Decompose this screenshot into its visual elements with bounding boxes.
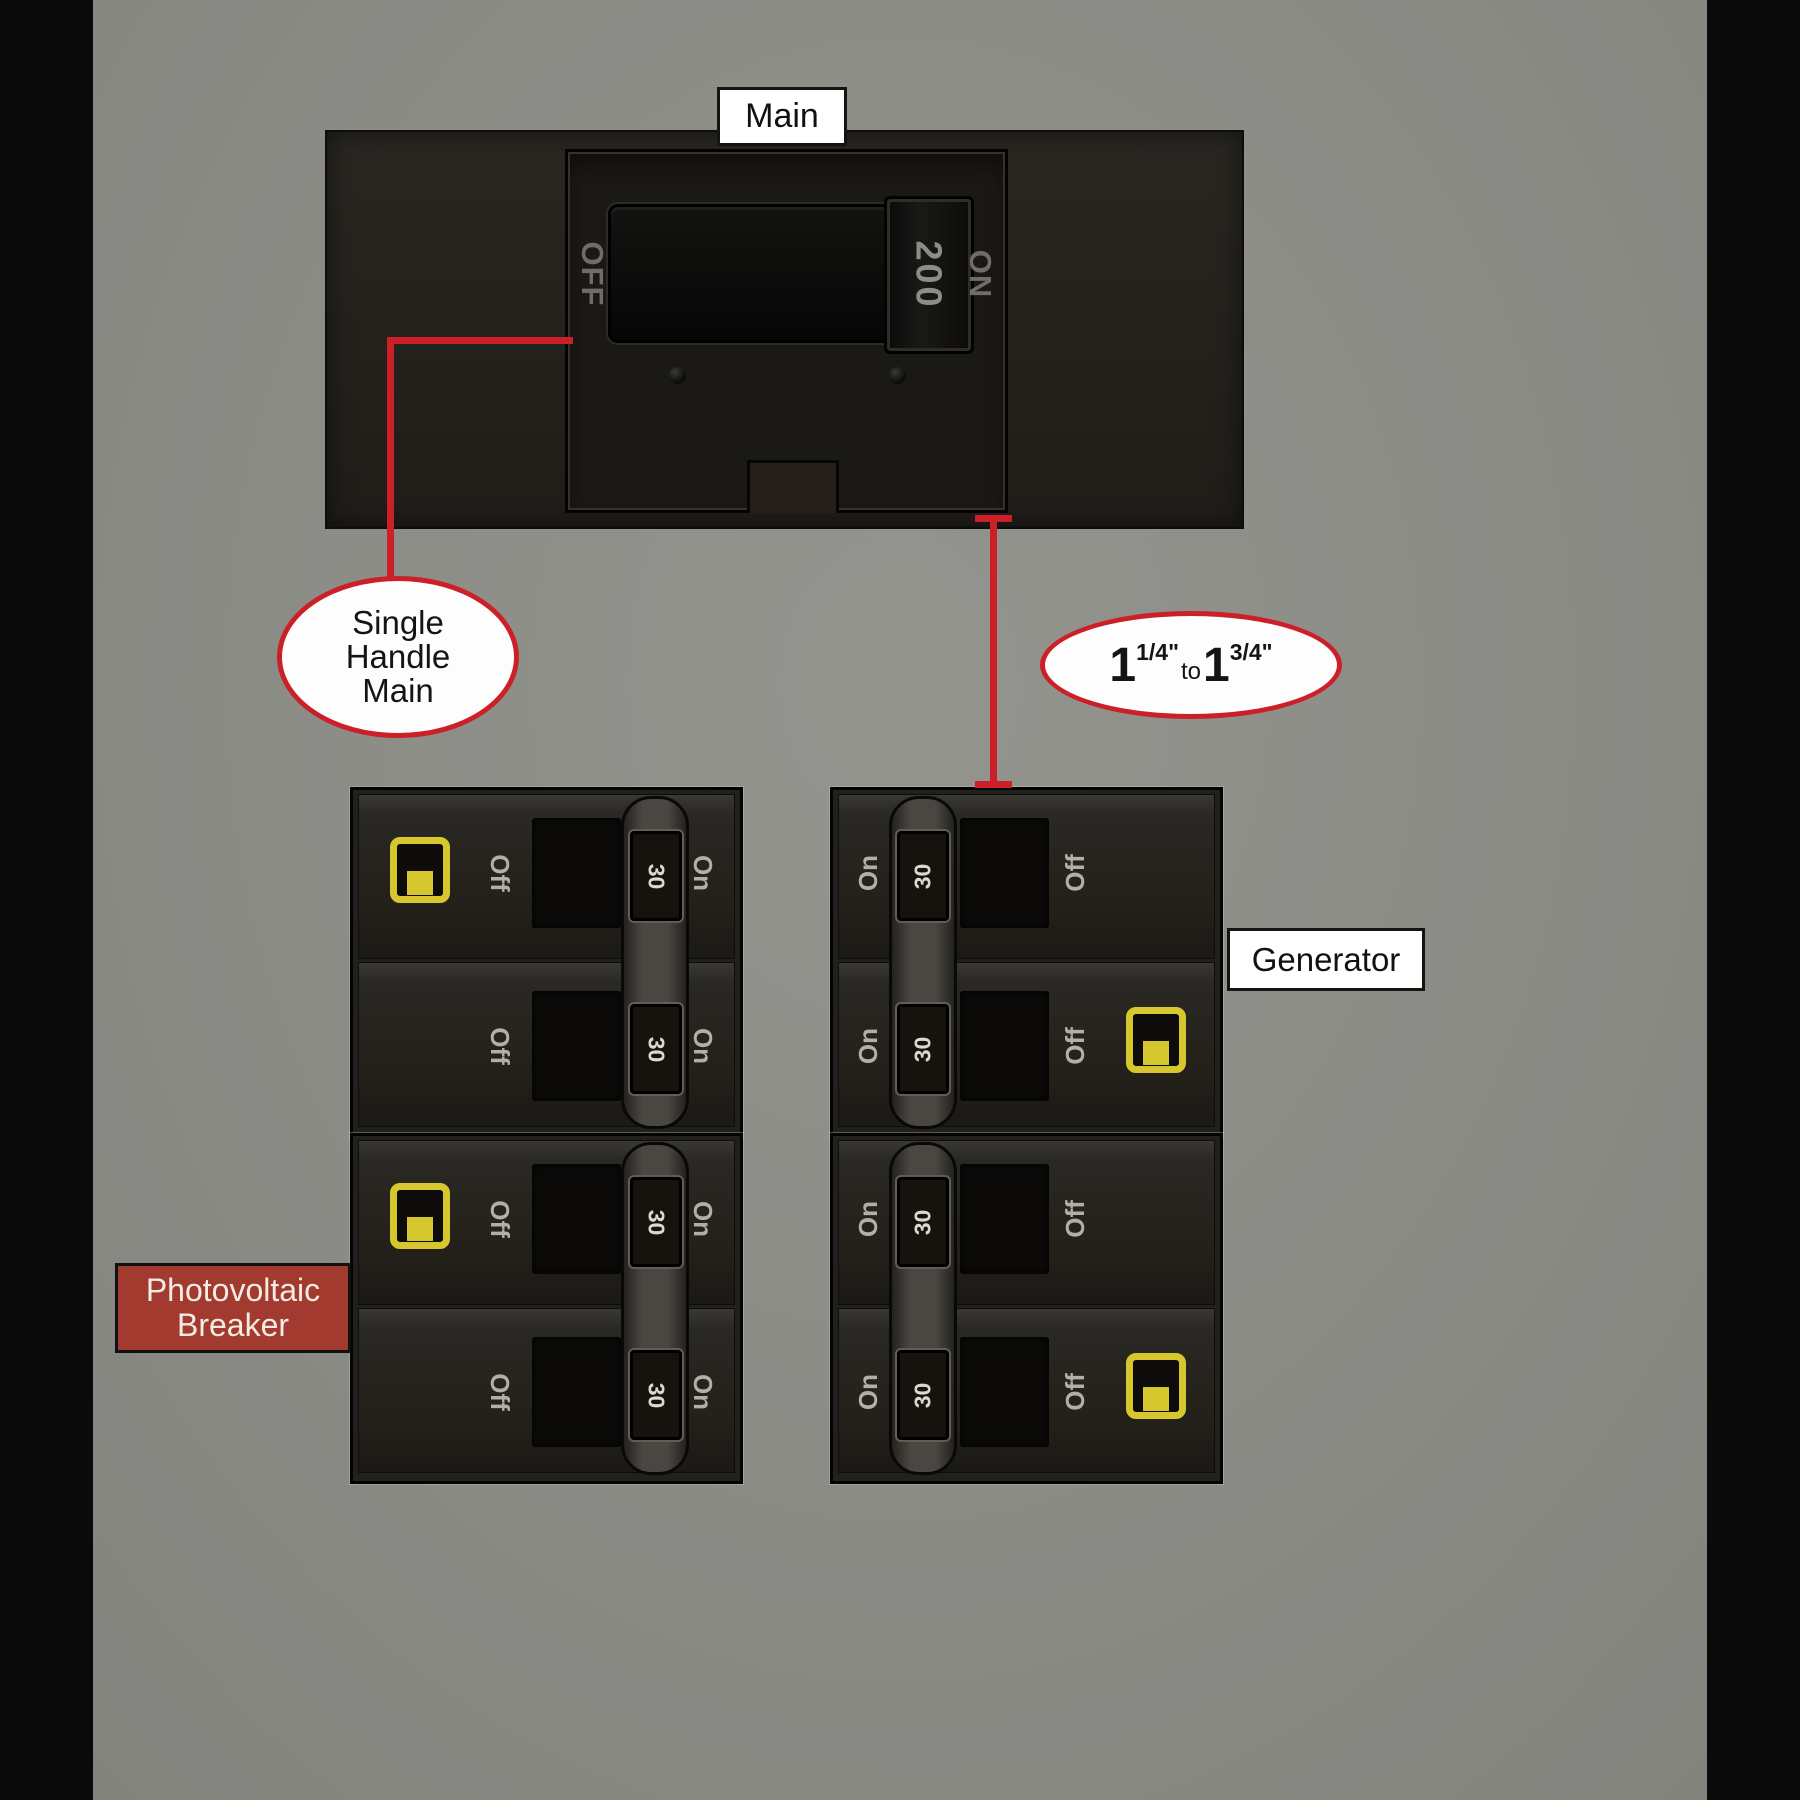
pole-off-label: Off [1060, 1200, 1090, 1238]
single-handle-callout-line-vertical [387, 337, 394, 580]
pole-off-label: Off [1060, 1373, 1090, 1411]
breaker-generator-top: 30 30 On On Off Off [830, 787, 1223, 1138]
breaker-photovoltaic-top: 30 30 Off Off On On [350, 787, 743, 1138]
main-off-label: OFF [575, 241, 610, 307]
amp-rating-window: 30 [897, 1350, 949, 1440]
measurement-number-1: 1 [1109, 638, 1137, 692]
photovoltaic-label-line1: Photovoltaic [145, 1272, 321, 1309]
pole-on-label: On [853, 854, 883, 892]
pole-window [960, 818, 1049, 928]
pole-off-label: Off [485, 1373, 515, 1411]
measurement-number-2: 1 [1203, 638, 1230, 692]
breaker-generator-bottom: 30 30 On On Off Off [830, 1133, 1223, 1484]
pole-on-label: On [853, 1373, 883, 1411]
measurement-fraction-2: 3/4" [1229, 638, 1273, 665]
pole-on-label: On [853, 1027, 883, 1065]
single-handle-callout-line-horizontal [390, 337, 573, 344]
pole-off-label: Off [1060, 1027, 1090, 1065]
amp-rating-window: 30 [630, 1350, 682, 1440]
measurement-to: to [1180, 658, 1201, 685]
generator-label: Generator [1227, 928, 1425, 991]
single-handle-line3: Main [362, 672, 434, 710]
amp-rating: 30 [643, 1382, 670, 1408]
measurement-callout-line [990, 519, 997, 787]
pole-off-label: Off [485, 854, 515, 892]
square-d-logo-icon [1126, 1007, 1186, 1073]
main-on-label: ON [963, 249, 998, 299]
square-d-logo-icon [390, 837, 450, 903]
measurement-callout: 1 1/4" to 1 3/4" [1040, 611, 1342, 719]
photovoltaic-breaker-label: Photovoltaic Breaker [115, 1263, 351, 1353]
pole-window [532, 818, 621, 928]
pole-off-label: Off [485, 1027, 515, 1065]
single-handle-main-callout: Single Handle Main [277, 576, 519, 738]
pole-on-label: On [688, 1027, 718, 1065]
measurement-fraction-1: 1/4" [1136, 638, 1179, 665]
screw-icon [669, 367, 686, 384]
breaker-notch [747, 460, 839, 513]
pole-window [532, 1337, 621, 1447]
screw-icon [889, 367, 906, 384]
pole-window [960, 991, 1049, 1101]
panel-left-edge [0, 0, 93, 1800]
pole-on-label: On [688, 854, 718, 892]
main-rating-label: 200 [908, 240, 950, 310]
main-breaker-rating-window: 200 [884, 196, 974, 354]
amp-rating: 30 [909, 1036, 936, 1062]
generator-label-text: Generator [1251, 940, 1401, 978]
pole-on-label: On [853, 1200, 883, 1238]
pole-on-label: On [688, 1200, 718, 1238]
amp-rating-window: 30 [897, 831, 949, 921]
main-label-text: Main [745, 97, 819, 135]
pole-window [532, 1164, 621, 1274]
main-label: Main [717, 87, 847, 146]
pole-window [532, 991, 621, 1101]
main-breaker-mount: OFF 200 ON [325, 130, 1244, 529]
measurement-line-bottom-cap [975, 781, 1012, 788]
amp-rating: 30 [643, 863, 670, 889]
panel-right-edge [1707, 0, 1800, 1800]
amp-rating-window: 30 [630, 1004, 682, 1094]
measurement-line-top-cap [975, 515, 1012, 522]
amp-rating-window: 30 [897, 1177, 949, 1267]
amp-rating: 30 [643, 1036, 670, 1062]
single-handle-line2: Handle [345, 637, 451, 675]
pole-off-label: Off [1060, 854, 1090, 892]
main-breaker-handle [608, 204, 899, 343]
breaker-photovoltaic-bottom: 30 30 Off Off On On [350, 1133, 743, 1484]
amp-rating: 30 [909, 1209, 936, 1235]
pole-window [960, 1164, 1049, 1274]
pole-off-label: Off [485, 1200, 515, 1238]
square-d-logo-icon [390, 1183, 450, 1249]
pole-on-label: On [688, 1373, 718, 1411]
single-handle-line1: Single [352, 603, 444, 641]
amp-rating: 30 [909, 1382, 936, 1408]
amp-rating-window: 30 [897, 1004, 949, 1094]
pole-window [960, 1337, 1049, 1447]
main-breaker-body: OFF 200 ON [565, 149, 1008, 513]
square-d-logo-icon [1126, 1353, 1186, 1419]
photovoltaic-label-line2: Breaker [176, 1307, 290, 1343]
amp-rating: 30 [643, 1209, 670, 1235]
amp-rating: 30 [909, 863, 936, 889]
amp-rating-window: 30 [630, 831, 682, 921]
amp-rating-window: 30 [630, 1177, 682, 1267]
